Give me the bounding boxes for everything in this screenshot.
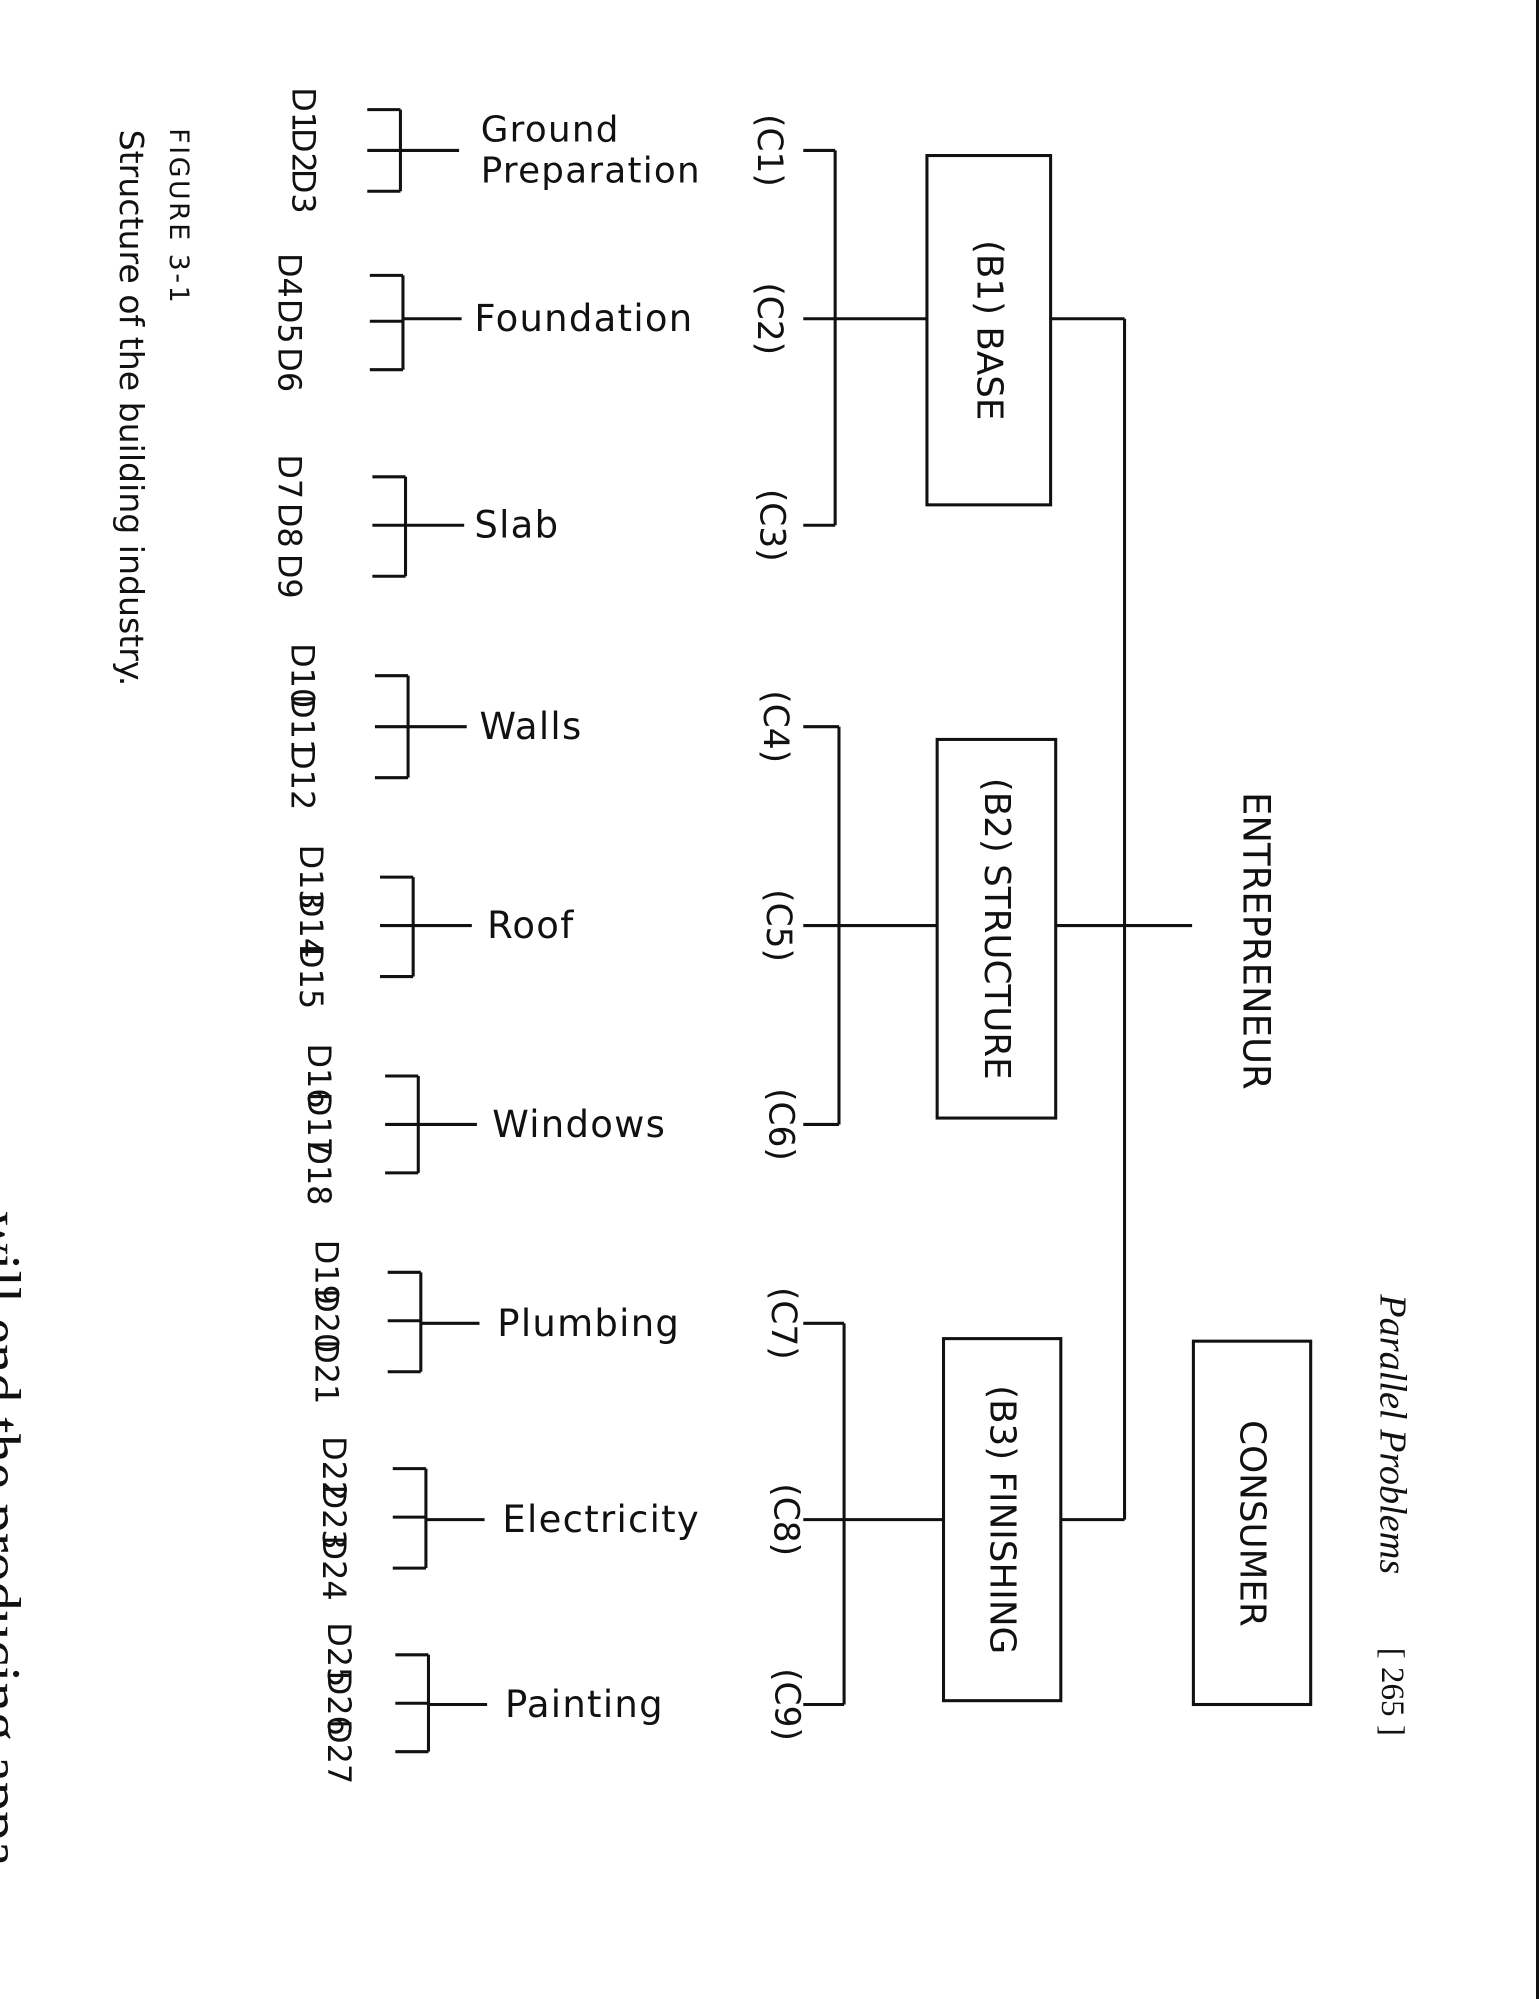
d-label: D12 — [283, 745, 321, 810]
d-label: D10 — [283, 643, 321, 708]
d-label: D23 — [315, 1485, 353, 1550]
d-label: D1 — [285, 87, 323, 132]
c-id-label: (C9) — [767, 1668, 807, 1741]
d-label: D21 — [307, 1339, 345, 1404]
figure-label: FIGURE 3-1 — [163, 128, 194, 305]
b-label: (B3) FINISHING — [982, 1385, 1023, 1654]
d-label: D17 — [300, 1092, 338, 1157]
d-label: D2 — [285, 128, 323, 173]
d-label: D27 — [320, 1719, 358, 1784]
b-label: (B2) STRUCTURE — [976, 778, 1017, 1080]
consumer-label: CONSUMER — [1232, 1420, 1273, 1627]
c-id-label: (C2) — [749, 282, 789, 355]
d-label: D6 — [271, 347, 309, 392]
c-name: Windows — [492, 1103, 666, 1146]
c-name: Electricity — [502, 1498, 700, 1541]
d-label: D14 — [292, 893, 330, 958]
d-label: D22 — [315, 1436, 353, 1501]
c-name: Ground — [481, 110, 620, 151]
c-name: Roof — [487, 904, 574, 947]
d-label: D9 — [271, 554, 309, 599]
c-id-label: (C6) — [760, 1088, 800, 1161]
figure-caption: Structure of the building industry. — [112, 130, 151, 687]
d-label: D8 — [271, 503, 309, 548]
d-label: D15 — [292, 944, 330, 1009]
d-label: D20 — [307, 1288, 345, 1353]
d-label: D11 — [283, 694, 321, 759]
c-name: Plumbing — [497, 1302, 680, 1345]
d-label: D24 — [315, 1536, 353, 1601]
c-id-label: (C8) — [765, 1483, 805, 1556]
body-text-fragment: will end the producing appa- — [0, 1212, 33, 1886]
c-name: Preparation — [481, 150, 701, 191]
d-label: D26 — [320, 1671, 358, 1736]
c-id-label: (C3) — [751, 489, 791, 562]
running-head-page-number: [ 265 ] — [1374, 1648, 1411, 1736]
c-id-label: (C7) — [763, 1287, 803, 1360]
c-name: Walls — [479, 705, 582, 748]
c-name: Slab — [474, 504, 559, 547]
b-box — [925, 154, 1053, 507]
c-id-label: (C4) — [755, 690, 795, 763]
b-box — [941, 1337, 1063, 1703]
d-label: D13 — [292, 845, 330, 910]
page-edge — [1536, 0, 1539, 1999]
c-name: Foundation — [474, 297, 693, 340]
d-label: D3 — [285, 169, 323, 214]
d-label: D19 — [307, 1240, 345, 1305]
consumer-box — [1191, 1339, 1313, 1707]
d-label: D18 — [300, 1140, 338, 1205]
b-box — [935, 737, 1058, 1120]
entrepreneur-label: ENTREPRENEUR — [1234, 792, 1277, 1090]
c-id-label: (C1) — [749, 114, 789, 187]
d-label: D16 — [300, 1043, 338, 1108]
d-label: D4 — [271, 253, 309, 298]
b-label: (B1) BASE — [968, 240, 1009, 420]
d-label: D7 — [271, 454, 309, 499]
d-label: D25 — [320, 1622, 358, 1687]
c-id-label: (C5) — [758, 889, 798, 962]
c-name: Painting — [505, 1683, 664, 1726]
running-head-title: Parallel Problems — [1371, 1293, 1413, 1574]
d-label: D5 — [271, 299, 309, 344]
